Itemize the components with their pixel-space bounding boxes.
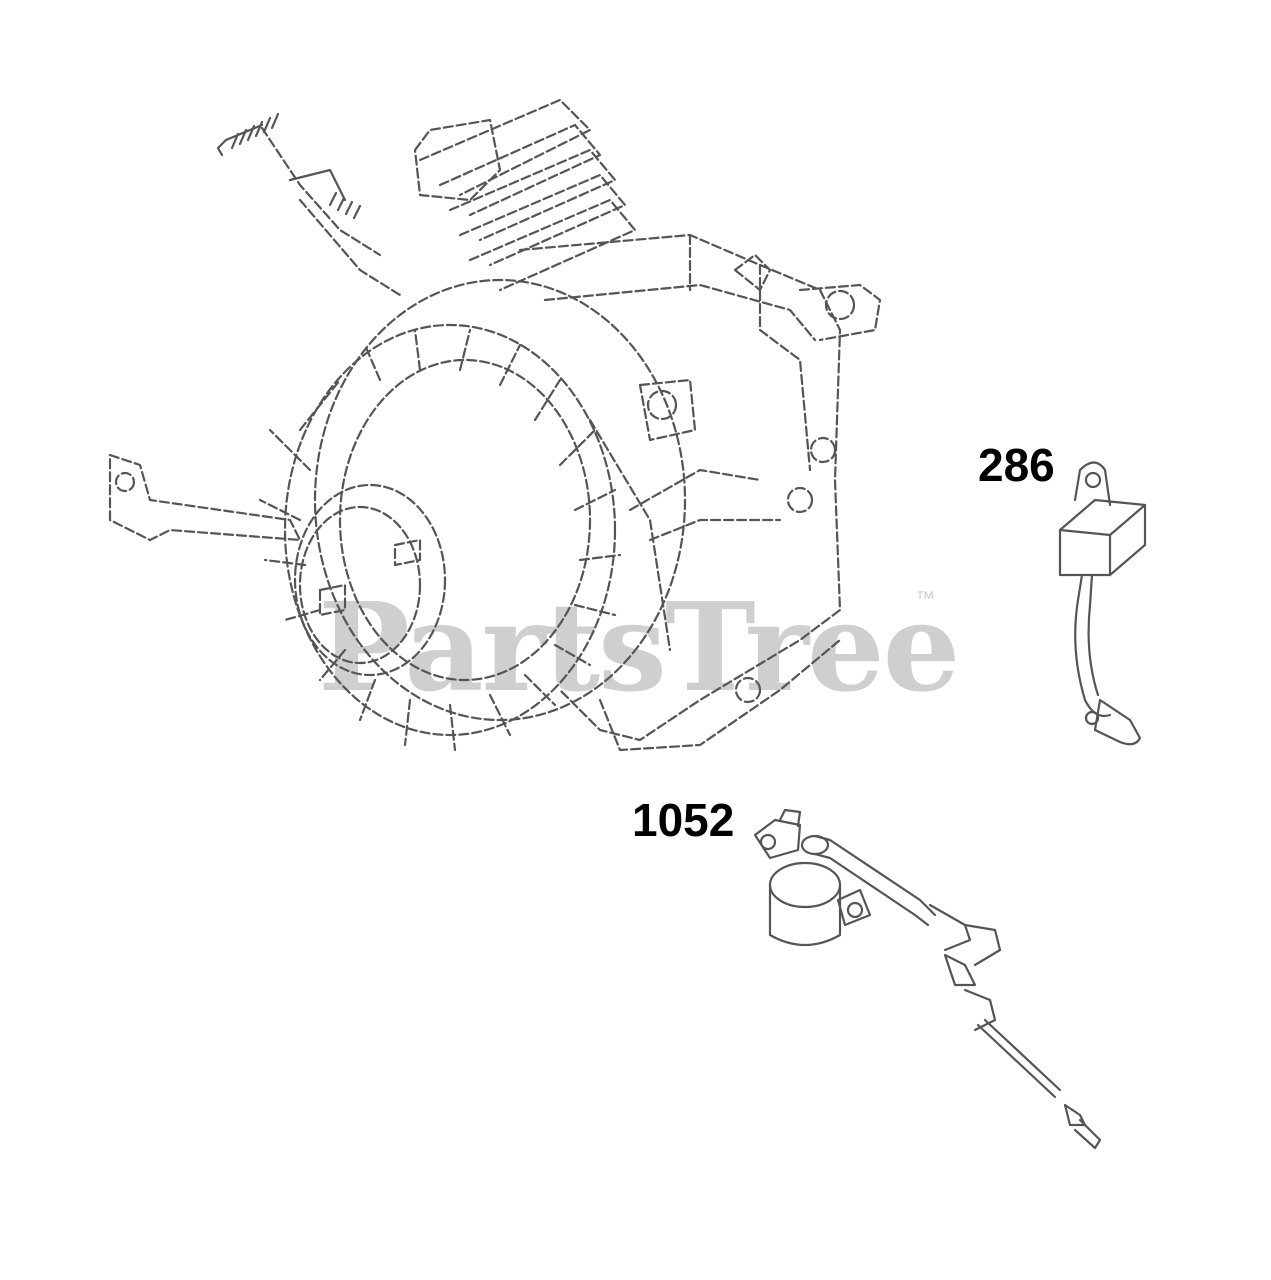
callout-1052[interactable]: 1052 — [632, 794, 735, 846]
governor-spring-linkage — [216, 112, 402, 297]
watermark-trademark: ™ — [915, 588, 935, 610]
ignition-bracket — [108, 453, 302, 542]
engine-block — [413, 98, 882, 752]
part-286-module — [1058, 461, 1147, 746]
callout-286[interactable]: 286 — [978, 439, 1055, 491]
watermark: PartsTree — [318, 575, 960, 719]
part-1052-oil-sensor — [753, 808, 1102, 1150]
flywheel — [258, 278, 687, 752]
